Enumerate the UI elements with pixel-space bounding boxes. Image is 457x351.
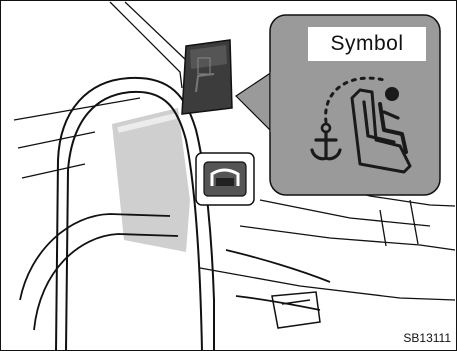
symbol-tag — [182, 40, 232, 114]
figure-code: SB13111 — [403, 331, 451, 345]
callout-label: Symbol — [308, 27, 426, 61]
anchor-slot — [196, 153, 254, 205]
